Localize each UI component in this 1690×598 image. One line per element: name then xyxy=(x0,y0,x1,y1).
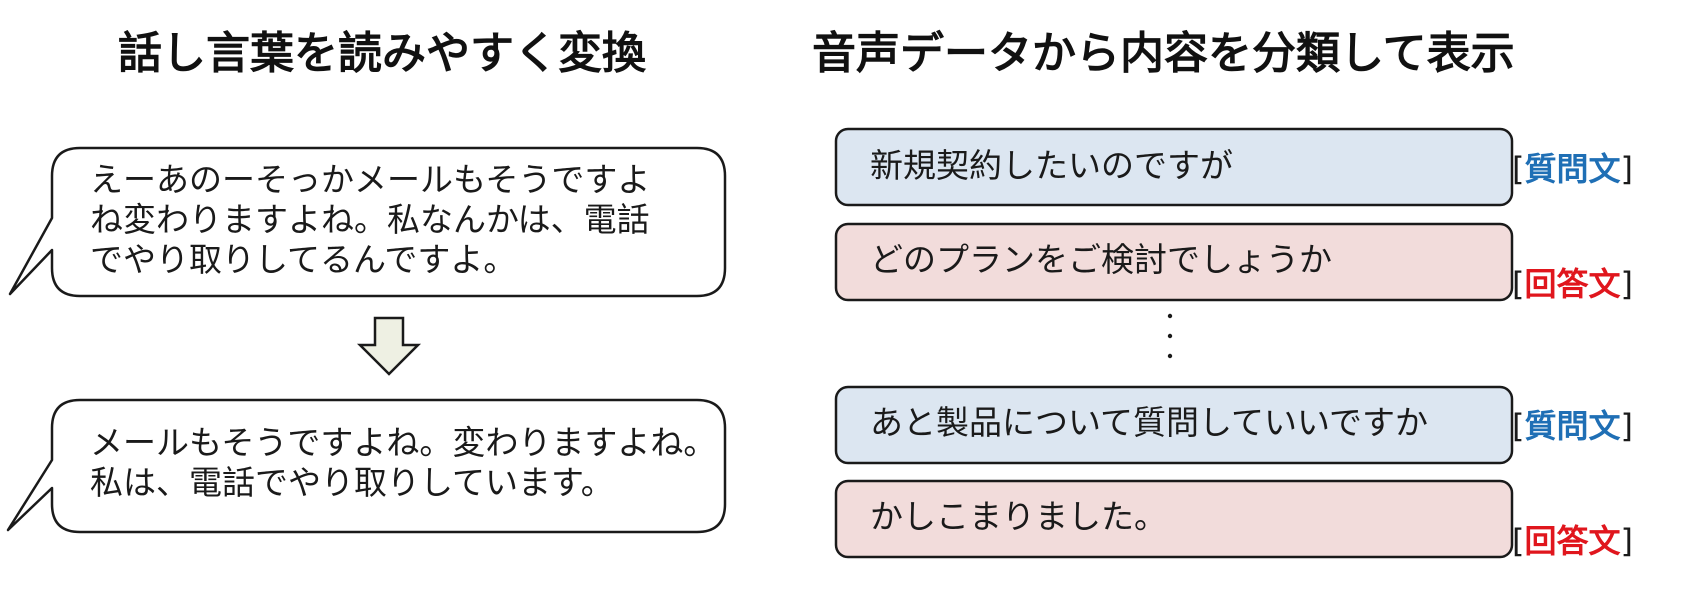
tag-label: 回答文 xyxy=(1524,522,1621,560)
vertical-ellipsis-icon xyxy=(1167,313,1173,359)
tag-bracket-open: [ xyxy=(1512,522,1525,560)
utterance-box-question xyxy=(834,127,1514,207)
converted-line: メールもそうですよね。変わりますよね。 xyxy=(90,423,717,462)
right-heading: 音声データから内容を分類して表示 xyxy=(812,28,1515,79)
converted-line: 私は、電話でやり取りしています。 xyxy=(90,463,614,502)
tag-bracket-open: [ xyxy=(1512,407,1525,445)
utterance-box-question xyxy=(834,385,1514,465)
tag-label: 質問文 xyxy=(1524,150,1621,188)
utterance-text: かしこまりました。 xyxy=(870,497,1167,536)
utterance-text: あと製品について質問していいですか xyxy=(870,403,1429,442)
original-speech-text: えーあのーそっかメールもそうですよ ね変わりますよね。私なんかは、電話 でやり取… xyxy=(90,160,710,280)
converted-speech-bubble xyxy=(6,398,727,534)
original-speech-bubble xyxy=(8,146,727,298)
classification-tag-answer: [回答文] xyxy=(1512,264,1633,304)
tag-bracket-open: [ xyxy=(1512,265,1525,303)
tag-bracket-close: ] xyxy=(1620,265,1633,303)
original-line: ね変わりますよね。私なんかは、電話 xyxy=(90,200,650,239)
tag-bracket-close: ] xyxy=(1620,150,1633,188)
utterance-text: 新規契約したいのですが xyxy=(870,146,1233,185)
utterance-box-answer xyxy=(834,479,1514,559)
tag-bracket-close: ] xyxy=(1620,407,1633,445)
classification-tag-question: [質問文] xyxy=(1512,149,1633,189)
tag-bracket-close: ] xyxy=(1620,522,1633,560)
tag-bracket-open: [ xyxy=(1512,150,1525,188)
down-arrow-icon xyxy=(356,316,422,376)
classification-tag-answer: [回答文] xyxy=(1512,521,1633,561)
utterance-box-answer xyxy=(834,222,1514,302)
converted-speech-text: メールもそうですよね。変わりますよね。 私は、電話でやり取りしています。 xyxy=(90,423,720,503)
tag-label: 質問文 xyxy=(1524,407,1621,445)
tag-label: 回答文 xyxy=(1524,265,1621,303)
original-line: えーあのーそっかメールもそうですよ xyxy=(90,160,651,199)
original-line: でやり取りしてるんですよ。 xyxy=(90,240,517,279)
utterance-text: どのプランをご検討でしょうか xyxy=(870,240,1332,279)
classification-tag-question: [質問文] xyxy=(1512,406,1633,446)
left-heading: 話し言葉を読みやすく変換 xyxy=(118,28,646,79)
